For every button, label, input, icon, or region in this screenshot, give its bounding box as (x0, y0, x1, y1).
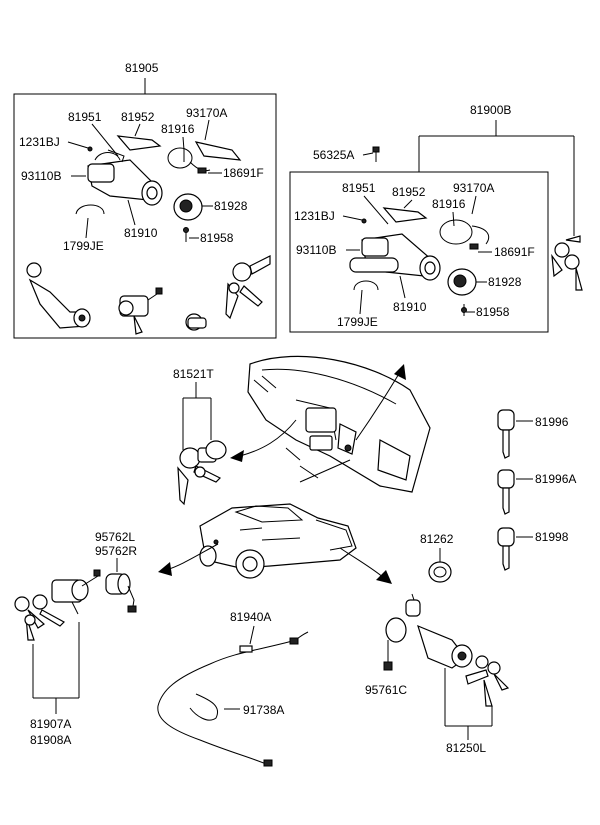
label-81908A: 81908A (30, 733, 71, 747)
trunk-lock-81250L-icon (385, 593, 510, 707)
bolt-56325A-icon (372, 146, 380, 162)
key-81996A-icon (497, 469, 515, 515)
label-95761C: 95761C (365, 683, 407, 697)
label-81905: 81905 (125, 61, 159, 75)
label-93170A-a: 93170A (186, 106, 227, 120)
label-95762L: 95762L (95, 530, 135, 544)
cable-section: 81940A 91738A (157, 610, 309, 767)
label-81907A: 81907A (30, 717, 71, 731)
label-18691F-a: 18691F (223, 166, 264, 180)
label-81952-a: 81952 (121, 110, 155, 124)
arrow-dashboard-to-lock-icon (230, 419, 297, 462)
label-95762R: 95762R (95, 544, 137, 558)
arrow-dashboard-up-icon (355, 364, 406, 441)
label-81910-a: 81910 (124, 226, 158, 240)
label-56325A: 56325A (313, 148, 354, 162)
label-81250L: 81250L (446, 741, 486, 755)
screw-81958-icon (183, 227, 189, 242)
ignition-lock-body-icon (87, 152, 163, 206)
label-1799JE-b: 1799JE (337, 315, 378, 329)
steering-lock-81521T-icon (177, 440, 227, 506)
label-91738A: 91738A (243, 703, 284, 717)
release-cable-81940A-icon (157, 631, 309, 767)
box-81900B (289, 171, 549, 333)
small-cylinder-icon (185, 313, 207, 331)
label-81996A: 81996A (535, 472, 576, 486)
label-93110B-b: 93110B (296, 243, 336, 257)
key-set-81900B-icon (551, 235, 583, 291)
label-1799JE-a: 1799JE (63, 239, 104, 253)
box-81905 (13, 93, 277, 339)
label-81958-a: 81958 (200, 231, 234, 245)
label-81916-a: 81916 (161, 122, 195, 136)
label-81952-b: 81952 (392, 185, 426, 199)
label-81951-a: 81951 (68, 110, 102, 124)
label-81900B: 81900B (470, 103, 511, 117)
grommet-81262-icon (428, 561, 452, 583)
clip-1799JE-icon (75, 204, 105, 215)
door-lock-with-key-icon (26, 262, 91, 329)
bolt-81951-icon (107, 149, 125, 163)
label-81958-b: 81958 (476, 305, 510, 319)
bolt-95761C-icon (383, 661, 393, 671)
assembly-81900B: 81900B 56325A 81951 81952 93170A 81916 1… (289, 103, 583, 333)
key-81998-icon (497, 527, 515, 571)
lock-cylinder-81928-icon (173, 193, 203, 221)
label-81262: 81262 (420, 532, 454, 546)
ignition-lock-body-b-icon (349, 233, 441, 281)
illumination-ring-93170A-b-icon (439, 219, 490, 250)
ignition-key-set-icon (225, 255, 271, 320)
label-81928-b: 81928 (488, 275, 522, 289)
screw-1231BJ-icon (87, 146, 93, 152)
label-1231BJ-a: 1231BJ (19, 135, 60, 149)
label-81910-b: 81910 (393, 300, 427, 314)
trunk-lock-section: 81262 95761C 81250L (365, 532, 510, 755)
door-lock-81907A-icon (14, 569, 101, 641)
trunk-lock-icon (118, 287, 163, 335)
label-81916-b: 81916 (432, 197, 466, 211)
label-18691F-b: 18691F (494, 245, 535, 259)
key-81996-icon (497, 409, 515, 459)
label-81940A: 81940A (230, 610, 271, 624)
clip-1799JE-b-icon (353, 280, 379, 291)
label-81521T: 81521T (173, 367, 214, 381)
lock-cylinder-81928-b-icon (447, 268, 477, 296)
cover-95762-icon (105, 573, 137, 613)
keys-section: 81996 81996A 81998 (497, 409, 576, 571)
bracket-81952-icon (116, 135, 162, 151)
label-93170A-b: 93170A (453, 181, 494, 195)
screw-1231BJ-b-icon (361, 218, 367, 224)
bracket-81952-b-icon (382, 207, 428, 223)
screw-81958-b-icon (461, 304, 467, 316)
label-81998: 81998 (535, 530, 569, 544)
label-93110B-a: 93110B (21, 169, 61, 183)
label-81996: 81996 (535, 415, 569, 429)
label-1231BJ-b: 1231BJ (294, 209, 335, 223)
assembly-81905: 81905 81951 81952 93170A 81916 1231BJ 93… (13, 61, 277, 339)
dashboard-section: 81521T (173, 355, 431, 506)
label-81951-b: 81951 (342, 181, 376, 195)
clip-91738A-icon (189, 693, 218, 721)
dashboard-illustration-icon (247, 355, 431, 493)
arrow-car-to-door-icon (158, 543, 219, 576)
label-81928-a: 81928 (214, 199, 248, 213)
arrow-car-to-trunk-icon (339, 547, 392, 584)
door-lock-section: 95762L 95762R 81907A 81908A (14, 530, 137, 747)
illumination-ring-93170A-icon (167, 141, 242, 174)
car-illustration-icon (199, 503, 357, 579)
